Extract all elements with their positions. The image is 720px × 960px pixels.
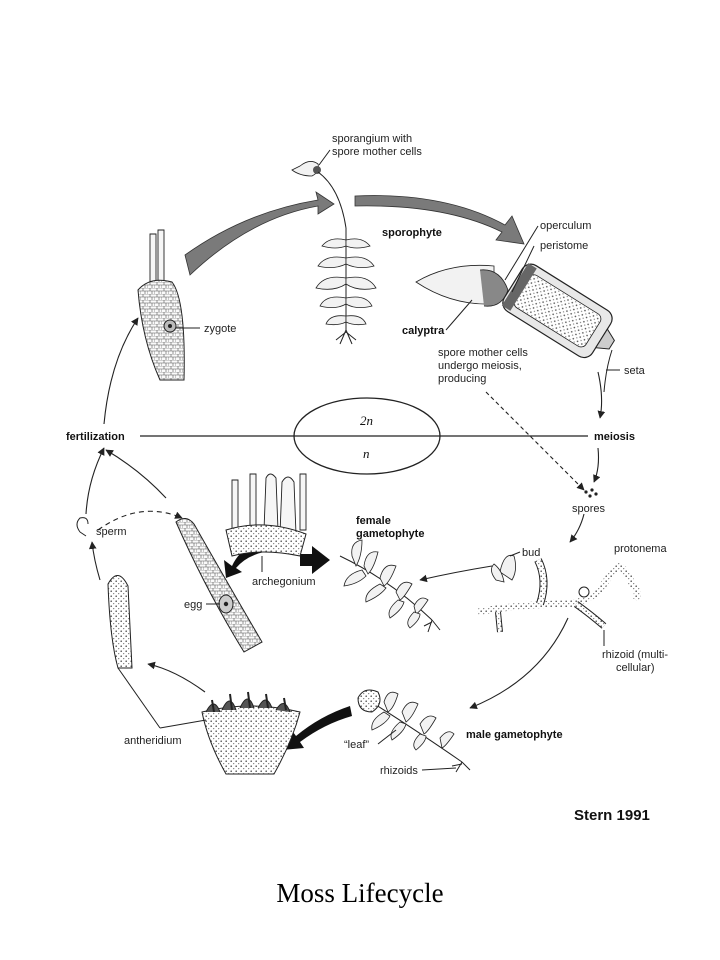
peristome-label: peristome bbox=[540, 240, 588, 252]
male-gametophyte-label: male gametophyte bbox=[466, 729, 563, 741]
female-gametophyte-illustration bbox=[339, 539, 441, 633]
ploidy-divider bbox=[140, 397, 588, 475]
operculum-label: operculum bbox=[540, 220, 591, 232]
sperm-illustration bbox=[76, 517, 89, 537]
meiosis-label: meiosis bbox=[594, 431, 635, 443]
meiosis-note-line2: undergo meiosis, bbox=[438, 360, 522, 372]
rhizoids-label: rhizoids bbox=[380, 765, 418, 777]
zygote-illustration bbox=[137, 229, 185, 381]
caption-title: Moss Lifecycle bbox=[276, 878, 444, 908]
calyptra-label: calyptra bbox=[402, 325, 445, 337]
sporophyte-illustration bbox=[291, 161, 377, 345]
female-gametophyte-label-line2: gametophyte bbox=[356, 528, 424, 540]
female-gametophyte-label-line1: female bbox=[356, 515, 391, 527]
meiosis-note-line1: spore mother cells bbox=[438, 347, 528, 359]
haploid-label: n bbox=[363, 446, 370, 461]
sporangium-label-line1: sporangium with bbox=[332, 133, 412, 145]
capsule-illustration bbox=[415, 263, 615, 393]
protonema-label: protonema bbox=[614, 543, 667, 555]
protonema-illustration bbox=[477, 554, 641, 633]
rhizoid-label-line2: cellular) bbox=[616, 662, 655, 674]
fertilization-label: fertilization bbox=[66, 431, 125, 443]
big-arrow-to-capsule bbox=[354, 195, 525, 245]
egg-illustration bbox=[175, 518, 263, 653]
sperm-label: sperm bbox=[96, 526, 127, 538]
sperm-chamber-illustration bbox=[107, 575, 133, 669]
diploid-label: 2n bbox=[360, 413, 373, 428]
archegonium-label: archegonium bbox=[252, 576, 316, 588]
cycle-arrows bbox=[85, 191, 606, 750]
sporophyte-label: sporophyte bbox=[382, 227, 442, 239]
spores-illustration bbox=[584, 488, 598, 498]
black-arrow-female-to-archegonium bbox=[300, 546, 330, 574]
spores-label: spores bbox=[572, 503, 606, 515]
sporangium-label-line2: spore mother cells bbox=[332, 146, 422, 158]
antheridium-label: antheridium bbox=[124, 735, 181, 747]
bud-label: bud bbox=[522, 547, 540, 559]
big-arrow-to-sporophyte bbox=[184, 191, 335, 276]
egg-label: egg bbox=[184, 599, 202, 611]
credit-label: Stern 1991 bbox=[574, 807, 650, 824]
rhizoid-label-line1: rhizoid (multi- bbox=[602, 649, 668, 661]
male-gametophyte-illustration bbox=[357, 689, 471, 773]
meiosis-note-line3: producing bbox=[438, 373, 486, 385]
antheridium-illustration bbox=[201, 691, 301, 775]
leaf-label: “leaf” bbox=[344, 739, 369, 751]
black-arrow-male-to-antheridium bbox=[282, 706, 352, 750]
zygote-label: zygote bbox=[204, 323, 236, 335]
seta-label: seta bbox=[624, 365, 646, 377]
archegonia-illustration bbox=[225, 473, 307, 557]
